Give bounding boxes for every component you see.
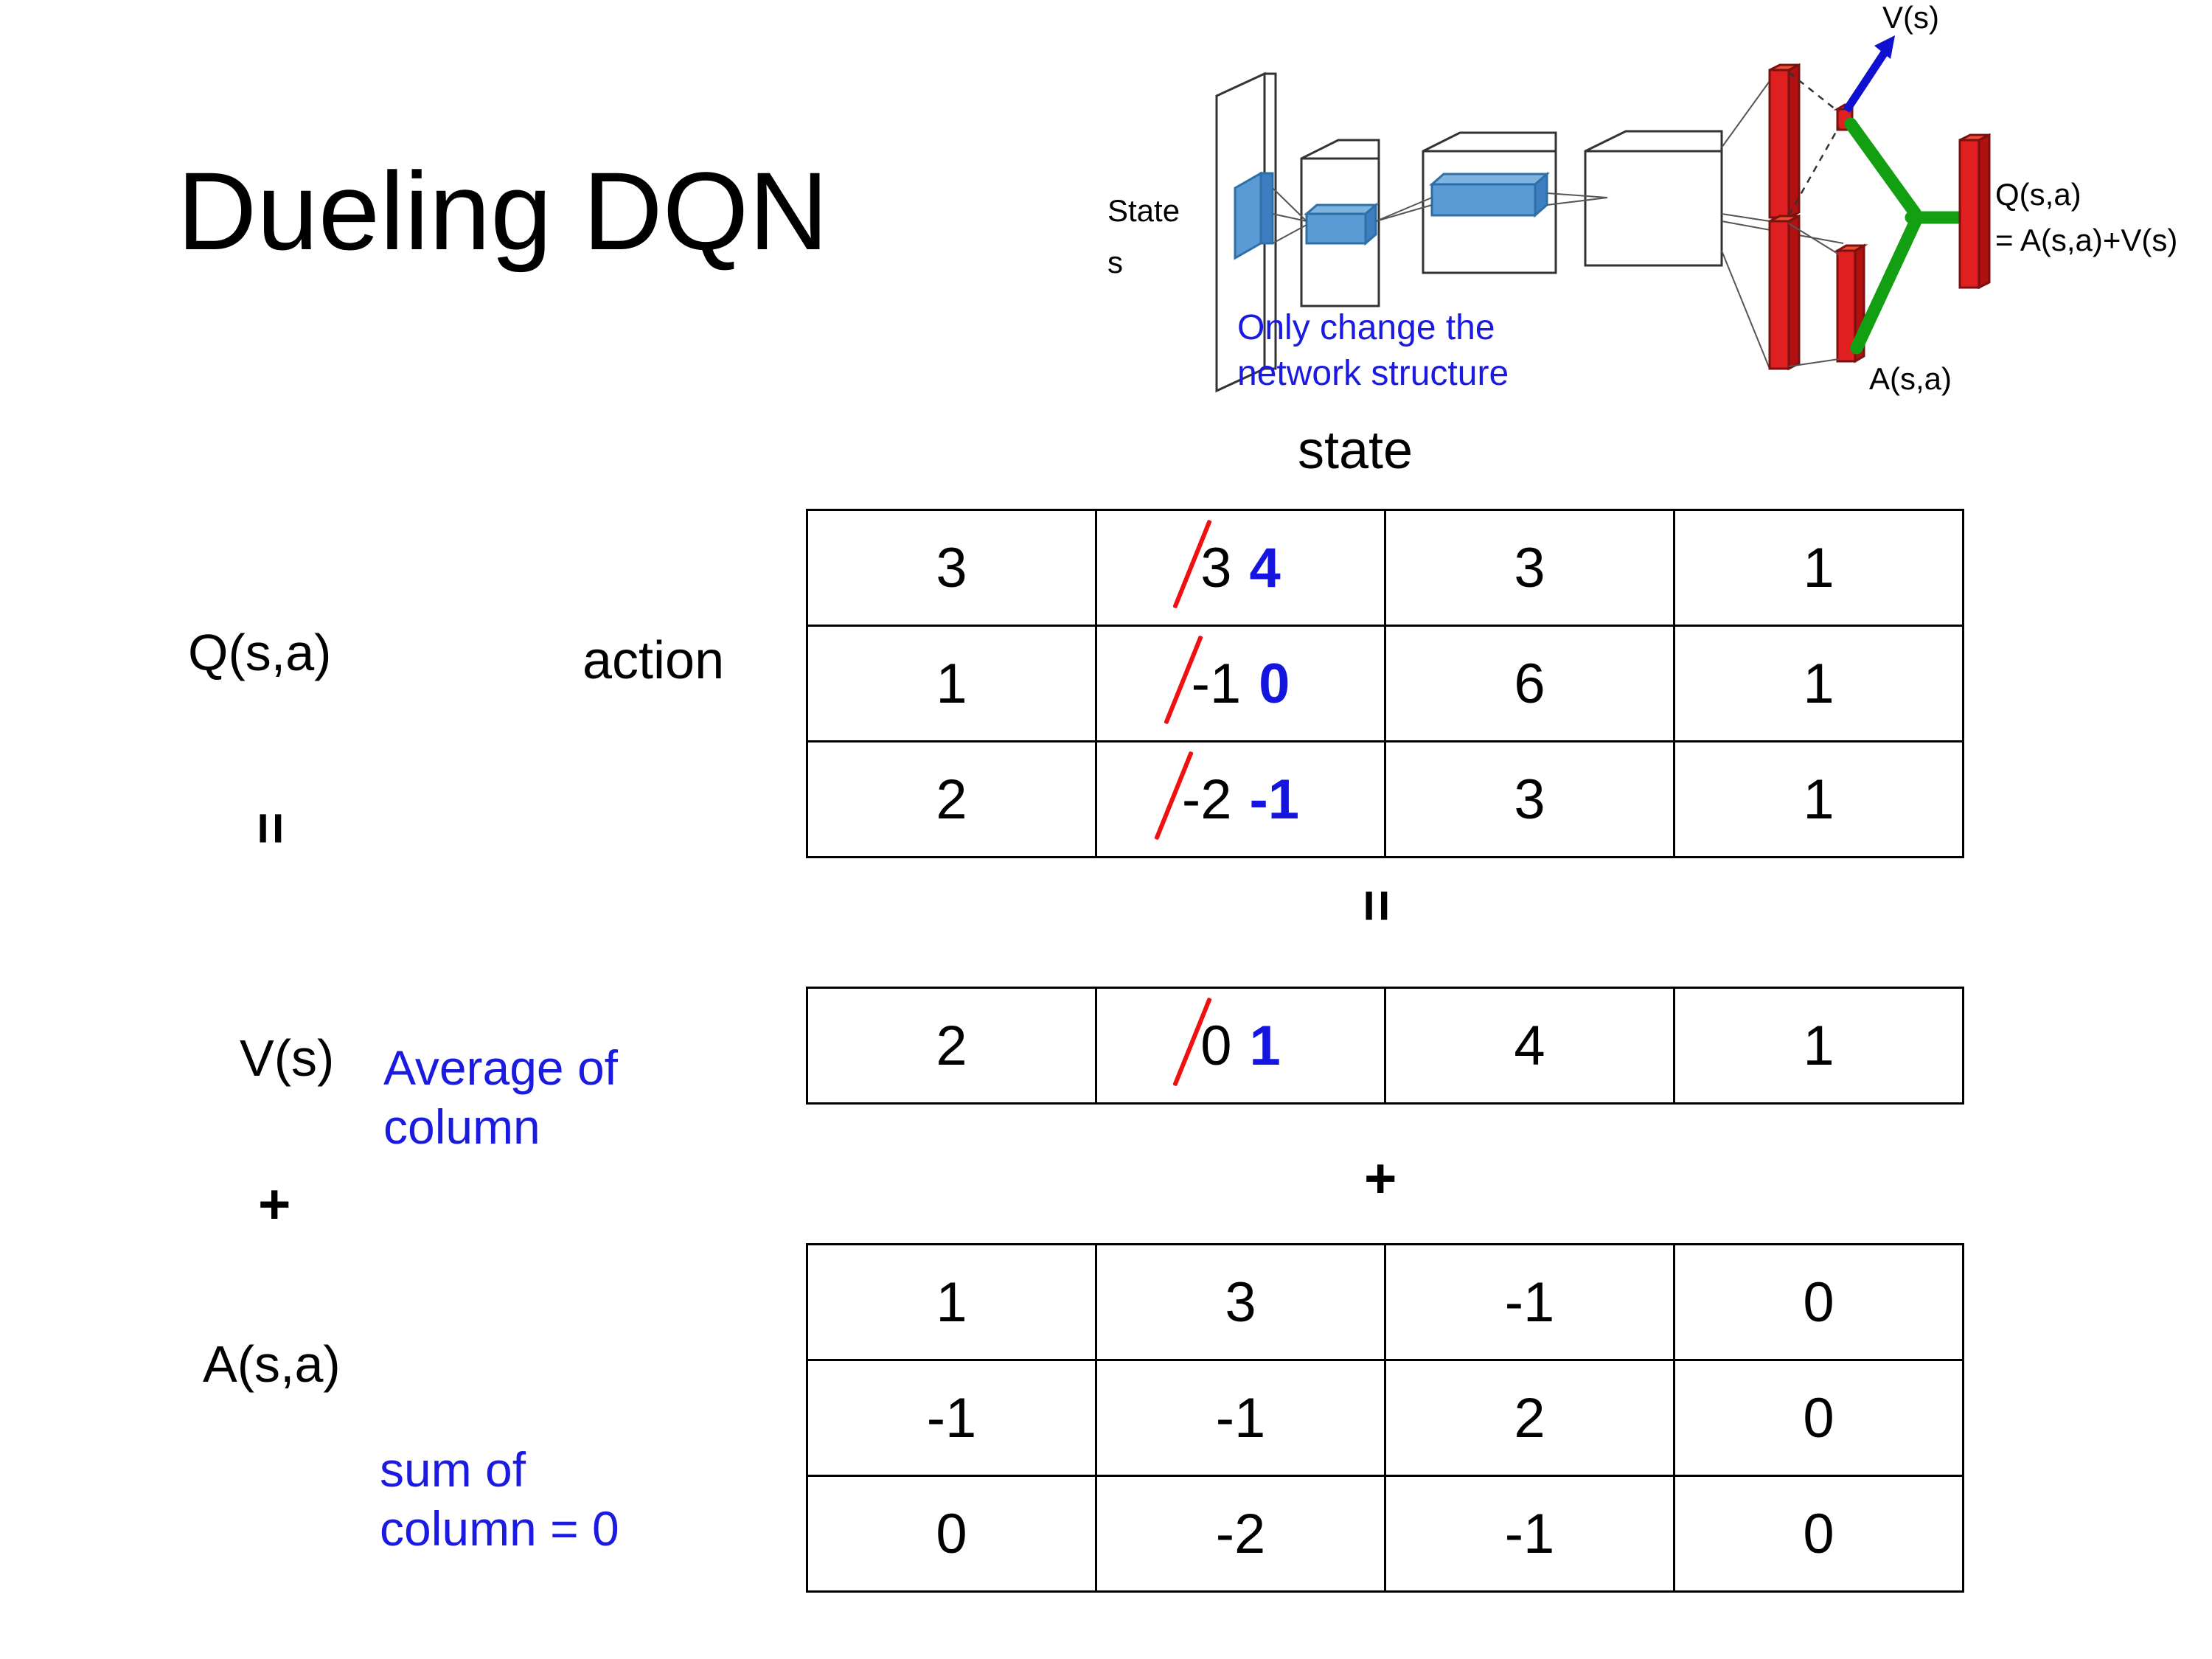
a-function-label: A(s,a): [203, 1335, 341, 1393]
v-cell-0-2[interactable]: 4: [1384, 987, 1675, 1105]
state-column-header: state: [1298, 421, 1413, 480]
table-row: 3 3 4 3 1: [806, 509, 1964, 627]
q-cell-0-3[interactable]: 1: [1673, 509, 1964, 627]
a-cell-0-1[interactable]: 3: [1095, 1243, 1386, 1361]
plus-symbol-middle: +: [1364, 1147, 1397, 1210]
q-cell-1-1[interactable]: -1 0: [1095, 625, 1386, 742]
page-title: Dueling DQN: [177, 149, 829, 273]
new-value: -1: [1249, 768, 1300, 831]
a-note-line2: column = 0: [380, 1501, 619, 1556]
a-cell-0-3[interactable]: 0: [1673, 1243, 1964, 1361]
plus-symbol-left: +: [258, 1173, 291, 1236]
q-cell-1-3[interactable]: 1: [1673, 625, 1964, 742]
v-note-line2: column: [383, 1099, 540, 1154]
diagram-state-label-1: State: [1107, 193, 1180, 228]
table-row: 1 3 -1 0: [806, 1243, 1964, 1361]
q-function-label: Q(s,a): [188, 624, 332, 681]
a-cell-1-2[interactable]: 2: [1384, 1359, 1675, 1477]
new-value: 1: [1249, 1014, 1281, 1077]
a-cell-1-3[interactable]: 0: [1673, 1359, 1964, 1477]
old-value: 3: [1200, 536, 1232, 599]
q-cell-2-0[interactable]: 2: [806, 740, 1097, 858]
diagram-v-label: V(s): [1882, 0, 1939, 35]
q-cell-0-2[interactable]: 3: [1384, 509, 1675, 627]
v-cell-0-1[interactable]: 0 1: [1095, 987, 1386, 1105]
q-cell-1-2[interactable]: 6: [1384, 625, 1675, 742]
diagram-note-line1: Only change the: [1237, 308, 1495, 347]
a-cell-1-0[interactable]: -1: [806, 1359, 1097, 1477]
v-cell-0-3[interactable]: 1: [1673, 987, 1964, 1105]
q-cell-2-2[interactable]: 3: [1384, 740, 1675, 858]
diagram-state-label-2: s: [1107, 245, 1123, 279]
a-cell-2-0[interactable]: 0: [806, 1475, 1097, 1593]
table-row: 0 -2 -1 0: [806, 1475, 1964, 1593]
table-row: 1 -1 0 6 1: [806, 625, 1964, 742]
v-cell-0-0[interactable]: 2: [806, 987, 1097, 1105]
diagram-q-label-1: Q(s,a): [1995, 177, 2081, 212]
a-cell-1-1[interactable]: -1: [1095, 1359, 1386, 1477]
old-value: -2: [1181, 768, 1232, 831]
a-cell-2-1[interactable]: -2: [1095, 1475, 1386, 1593]
table-row: -1 -1 2 0: [806, 1359, 1964, 1477]
a-note-line1: sum of: [380, 1442, 526, 1497]
old-value: 0: [1200, 1014, 1232, 1077]
a-cell-2-3[interactable]: 0: [1673, 1475, 1964, 1593]
v-function-label: V(s): [240, 1029, 335, 1087]
equals-symbol-left: =: [239, 812, 302, 845]
a-cell-2-2[interactable]: -1: [1384, 1475, 1675, 1593]
q-cell-0-0[interactable]: 3: [806, 509, 1097, 627]
diagram-note-line2: network structure: [1237, 354, 1509, 393]
new-value: 4: [1249, 536, 1281, 599]
q-cell-0-1[interactable]: 3 4: [1095, 509, 1386, 627]
diagram-a-label: A(s,a): [1869, 361, 1952, 396]
dueling-network-diagram: V(s) A(s,a) Q(s,a) = A(s,a)+V(s) State s…: [1091, 0, 2212, 413]
a-cell-0-2[interactable]: -1: [1384, 1243, 1675, 1361]
diagram-q-label-2: = A(s,a)+V(s): [1995, 223, 2177, 257]
q-cell-2-3[interactable]: 1: [1673, 740, 1964, 858]
new-value: 0: [1259, 652, 1290, 715]
table-row: 2 -2 -1 3 1: [806, 740, 1964, 858]
old-value: -1: [1191, 652, 1242, 715]
v-note-line1: Average of: [383, 1040, 619, 1095]
a-cell-0-0[interactable]: 1: [806, 1243, 1097, 1361]
equals-symbol-middle: =: [1345, 889, 1408, 922]
q-cell-2-1[interactable]: -2 -1: [1095, 740, 1386, 858]
advantage-table: 1 3 -1 0 -1 -1 2 0 0 -2 -1 0: [806, 1243, 1964, 1593]
v-value-table: 2 0 1 4 1: [806, 987, 1964, 1105]
table-row: 2 0 1 4 1: [806, 987, 1964, 1105]
q-cell-1-0[interactable]: 1: [806, 625, 1097, 742]
q-value-table: 3 3 4 3 1 1 -1 0 6 1 2 -2 -1 3 1: [806, 509, 1964, 858]
action-row-header: action: [582, 631, 725, 690]
